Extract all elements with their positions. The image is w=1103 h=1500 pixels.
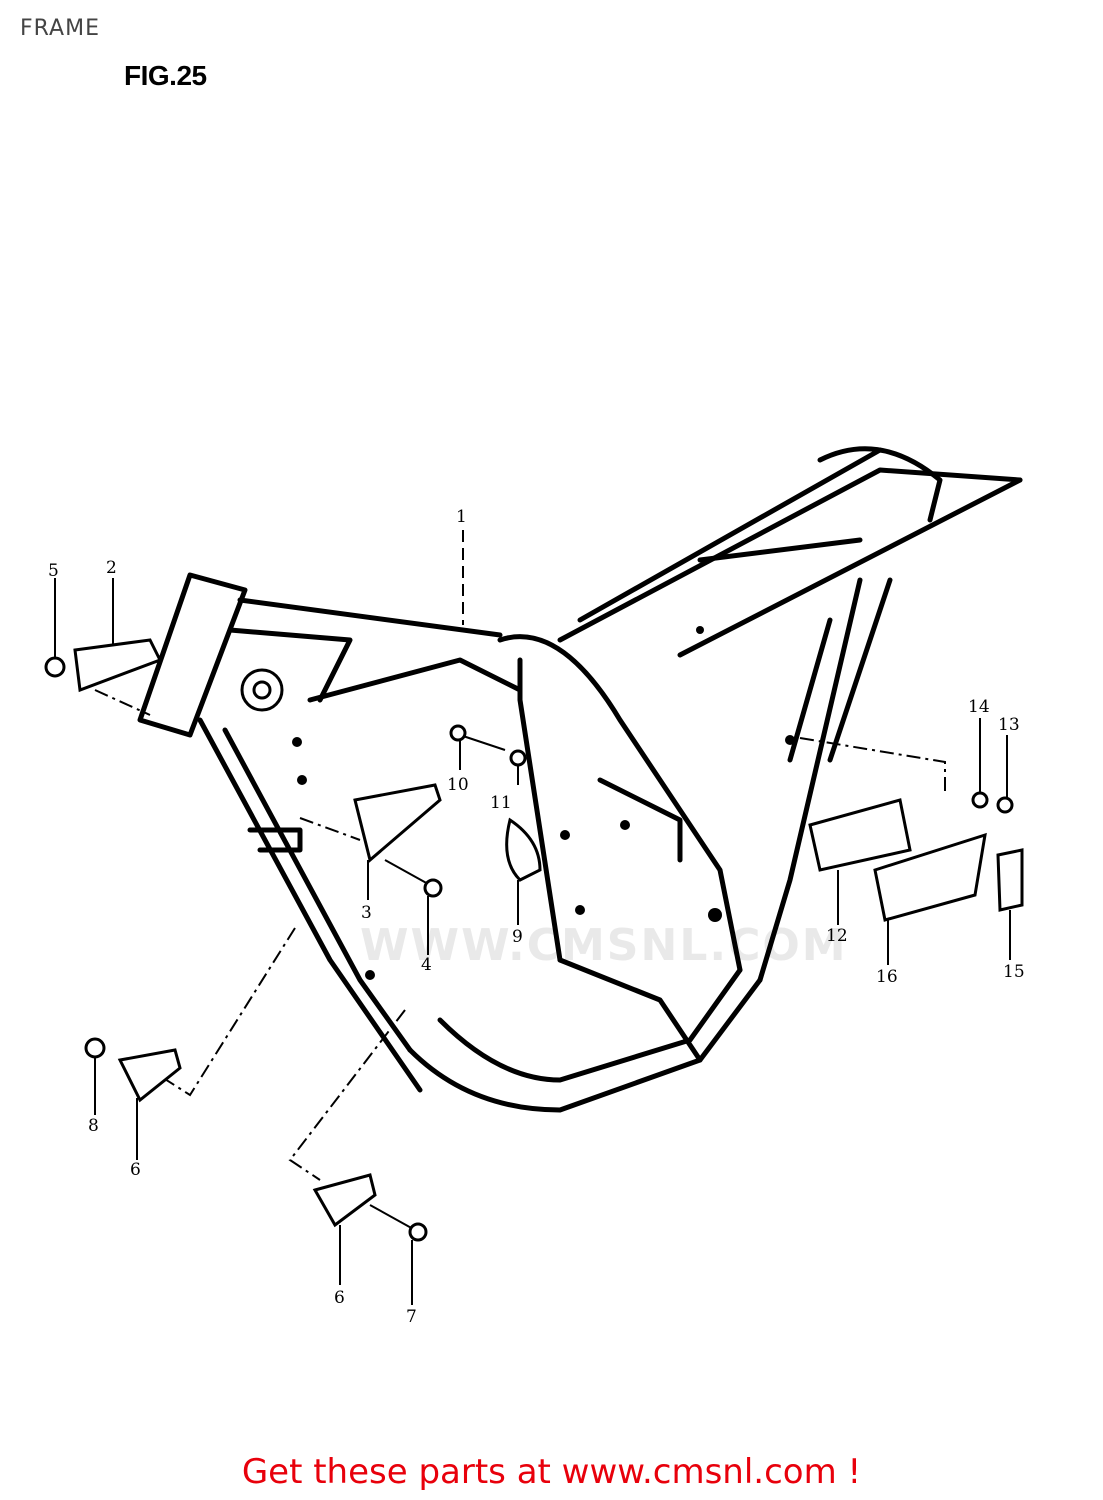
bolt-4 <box>384 859 431 886</box>
bracket-2 <box>73 638 163 693</box>
bracket-3 <box>353 783 442 863</box>
callout-12: 12 <box>826 926 848 946</box>
cover-16 <box>873 832 987 922</box>
callout-6-upper: 6 <box>130 1160 141 1180</box>
cover-12 <box>808 798 912 872</box>
bracket-6-upper <box>117 1048 182 1103</box>
callout-13: 13 <box>998 715 1020 735</box>
washer-8 <box>84 1037 106 1059</box>
bolt-10 <box>459 734 506 751</box>
frame-assembly <box>137 446 1023 1113</box>
bracket-6-lower <box>312 1173 377 1228</box>
callout-14: 14 <box>968 697 990 717</box>
callout-6-lower: 6 <box>334 1288 345 1308</box>
callout-11: 11 <box>490 793 512 813</box>
callout-9: 9 <box>512 927 523 947</box>
parts <box>44 638 1024 1242</box>
callout-7: 7 <box>406 1307 417 1327</box>
washer-14 <box>971 791 989 809</box>
callout-8: 8 <box>88 1116 99 1136</box>
callout-1: 1 <box>456 507 467 527</box>
nut-11 <box>509 749 527 767</box>
callout-3: 3 <box>361 903 372 923</box>
head-tube <box>137 572 248 738</box>
clip-15 <box>996 848 1024 912</box>
callout-2: 2 <box>106 558 117 578</box>
page-title: FRAME <box>20 16 100 41</box>
callout-4: 4 <box>421 955 432 975</box>
callout-numbers: 1 2 3 4 5 6 6 7 8 9 10 11 12 13 14 15 16 <box>48 507 1025 1327</box>
callout-5: 5 <box>48 561 59 581</box>
figure-label: FIG.25 <box>124 60 207 91</box>
leader-lines <box>94 530 946 1181</box>
plate-9 <box>505 817 542 882</box>
bolt-7 <box>369 1204 416 1231</box>
callout-16: 16 <box>876 967 898 987</box>
callout-15: 15 <box>1003 962 1025 982</box>
get-parts-link[interactable]: Get these parts at www.cmsnl.com ! <box>241 1452 862 1492</box>
callout-lines <box>54 578 1011 1305</box>
callout-10: 10 <box>447 775 469 795</box>
nut-13 <box>996 796 1014 814</box>
nut-5 <box>44 656 66 678</box>
